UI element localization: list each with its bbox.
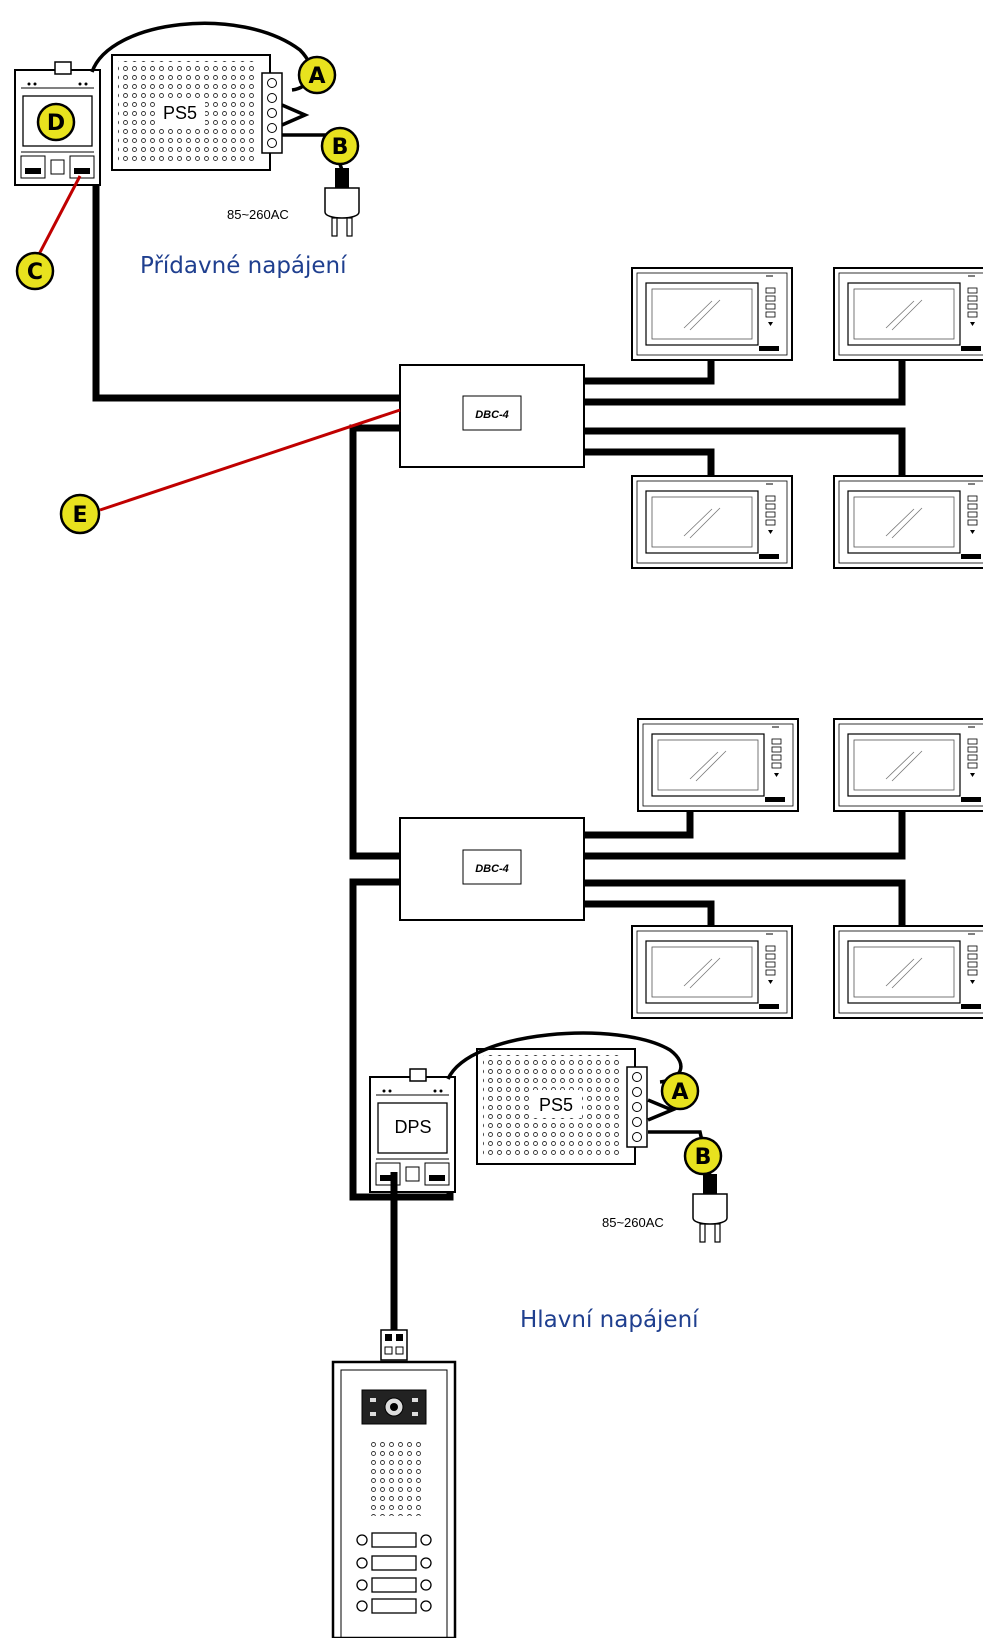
upper-out-1: [584, 352, 715, 385]
marker-b-bottom-text: B: [695, 1145, 712, 1170]
marker-b-top: B: [320, 126, 360, 166]
monitor-2: [833, 267, 983, 361]
marker-a-top: A: [297, 55, 337, 95]
lower-out-1: [584, 808, 694, 839]
marker-b-top-text: B: [332, 135, 349, 160]
dbc-upper-plate: [462, 395, 522, 431]
aux-ps5-input-cable: [281, 103, 310, 127]
marker-c-text: C: [27, 260, 43, 285]
upper-out-2: [584, 352, 906, 406]
main-ps5-input-cable: [647, 1098, 677, 1122]
marker-c: C: [15, 251, 55, 291]
lower-out-3: [584, 879, 906, 930]
dbc-lower-plate: [462, 849, 522, 885]
upper-out-3: [584, 427, 906, 478]
aux-mains-plug: [324, 167, 360, 237]
aux-red-lead: [34, 175, 82, 261]
door-station-buttons: [356, 1532, 432, 1614]
monitor-6: [833, 718, 983, 812]
monitor-5: [637, 718, 799, 812]
dbc-upper: DBC-4: [399, 364, 585, 468]
aux-voltage-label: 85~260AC: [227, 207, 289, 222]
marker-e: E: [59, 493, 101, 535]
upper-out-4: [584, 448, 715, 478]
marker-a-bottom-text: A: [671, 1080, 688, 1105]
dbc-link-cable: [349, 424, 400, 860]
dbc-lower-label: DBC-4: [475, 863, 509, 875]
monitor-3: [631, 475, 793, 569]
door-station-speaker: [368, 1440, 422, 1516]
lower-out-4: [584, 900, 715, 930]
monitor-8: [833, 925, 983, 1019]
main-ps5-output-cable: [446, 1031, 683, 1084]
main-ps5-label-bg: [530, 1090, 582, 1118]
main-power-group: DPS PS5 85~260AC A B Hlavní napájení: [369, 1031, 728, 1333]
marker-a-bottom: A: [660, 1071, 700, 1111]
main-dps-label: DPS: [394, 1117, 431, 1137]
monitor-7: [631, 925, 793, 1019]
monitor-1: [631, 267, 793, 361]
marker-e-text: E: [72, 503, 87, 528]
aux-ps5-label: PS5: [163, 103, 197, 123]
marker-b-bottom: B: [683, 1136, 723, 1176]
main-mains-plug: [692, 1173, 728, 1243]
aux-ps5-label-bg: [155, 98, 205, 126]
marker-d: D: [36, 102, 76, 142]
aux-power-group: PS5 85~260AC D A B C Přídavné napájení: [14, 21, 360, 291]
upper-red-lead: [99, 408, 401, 512]
monitor-4: [833, 475, 983, 569]
dbc-lower: DBC-4: [399, 817, 585, 921]
marker-a-top-text: A: [308, 64, 325, 89]
main-ps5-label: PS5: [539, 1095, 573, 1115]
dbc-upper-label: DBC-4: [475, 409, 509, 421]
lower-out-2: [584, 808, 906, 860]
main-voltage-label: 85~260AC: [602, 1215, 664, 1230]
door-station: [331, 1329, 457, 1638]
door-station-connector: [380, 1329, 408, 1361]
aux-feed-cable: [92, 185, 400, 402]
marker-d-text: D: [47, 111, 65, 136]
aux-power-caption: Přídavné napájení: [140, 253, 347, 279]
main-power-caption: Hlavní napájení: [520, 1307, 699, 1333]
main-dps-label-bg: [384, 1111, 442, 1143]
